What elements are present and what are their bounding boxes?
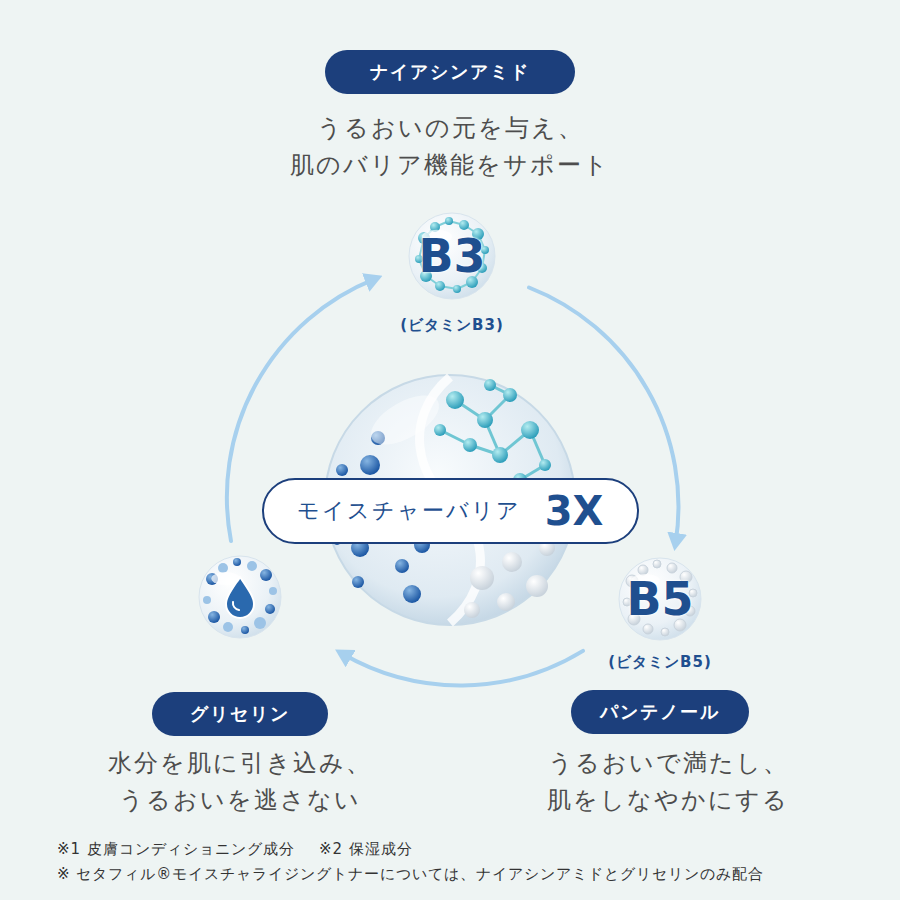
sphere-gloss bbox=[211, 572, 240, 585]
sphere-particle bbox=[208, 611, 220, 623]
pill-text: パンテノール bbox=[600, 700, 720, 724]
cyan-molecule bbox=[434, 424, 446, 436]
footnote: ※ セタフィル®モイスチャライジングトナーについては、ナイアシンアミドとグリセリ… bbox=[57, 863, 764, 885]
sphere-particle bbox=[445, 217, 453, 225]
ingredient-pill: グリセリン bbox=[152, 692, 328, 736]
ingredient-description: うるおいの元を与え、 肌のバリア機能をサポート bbox=[270, 110, 630, 184]
pill-text: ナイアシンアミド bbox=[370, 60, 530, 84]
cyan-molecule bbox=[539, 459, 551, 471]
sphere-particle bbox=[453, 285, 461, 293]
vitamin-symbol: B5 bbox=[595, 571, 725, 627]
white-ball bbox=[470, 566, 494, 590]
sphere-icon bbox=[150, 553, 330, 641]
white-ball bbox=[464, 602, 480, 618]
sphere-particle bbox=[203, 596, 211, 604]
sphere-particle bbox=[233, 558, 241, 566]
cycle-arrow bbox=[342, 651, 583, 686]
sphere-particle bbox=[269, 587, 277, 595]
blue-dot bbox=[395, 559, 409, 573]
blue-dot bbox=[352, 576, 364, 588]
vitamin-sphere: B5 (ビタミンB5) bbox=[595, 555, 725, 672]
ingredient-description: うるおいで満たし、 肌をしなやかにする bbox=[508, 745, 828, 819]
cyan-molecule bbox=[492, 447, 508, 463]
pill-text: グリセリン bbox=[190, 702, 290, 726]
white-ball bbox=[497, 593, 515, 611]
badge-text: モイスチャーバリア bbox=[297, 496, 521, 526]
cyan-molecule bbox=[446, 391, 464, 409]
cyan-molecule bbox=[463, 438, 477, 452]
glycerin-group: グリセリン bbox=[150, 553, 330, 736]
white-ball bbox=[502, 552, 522, 572]
sphere-particle bbox=[667, 563, 677, 573]
molecule-links bbox=[440, 385, 545, 480]
sphere-particle bbox=[653, 560, 661, 568]
sphere-particle bbox=[661, 628, 669, 636]
vitamin-symbol: B3 bbox=[387, 228, 517, 284]
sphere-particle bbox=[459, 220, 469, 230]
badge-multiplier: 3X bbox=[545, 491, 604, 531]
droplet-shine bbox=[233, 602, 239, 610]
cyan-molecule bbox=[521, 421, 539, 439]
ingredient-pill: ナイアシンアミド bbox=[325, 50, 575, 94]
sphere-particle bbox=[218, 563, 228, 573]
sphere-particle bbox=[241, 626, 249, 634]
footnote: ※1 皮膚コンディショニング成分 bbox=[57, 838, 295, 860]
sphere-shell bbox=[199, 556, 281, 638]
blue-dot bbox=[360, 455, 380, 475]
cyan-molecule bbox=[484, 379, 496, 391]
cyan-molecule bbox=[503, 388, 517, 402]
white-ball bbox=[526, 575, 548, 597]
sphere-particle bbox=[265, 604, 275, 614]
vitamin-name: (ビタミンB3) bbox=[387, 315, 517, 335]
footnote: ※2 保湿成分 bbox=[319, 838, 413, 860]
sphere-particle bbox=[223, 622, 233, 632]
sphere-particle bbox=[260, 569, 272, 581]
moisture-barrier-badge: モイスチャーバリア 3X bbox=[262, 478, 639, 544]
vitamin-sphere: B3 (ビタミンB3) bbox=[387, 210, 517, 335]
blue-dot bbox=[403, 585, 421, 603]
sphere-particle bbox=[254, 617, 266, 629]
vitamin-name: (ビタミンB5) bbox=[595, 652, 725, 672]
sphere-gloss bbox=[363, 385, 447, 454]
ingredient-description: 水分を肌に引き込み、 うるおいを逃さない bbox=[80, 745, 400, 819]
cyan-molecule bbox=[477, 412, 493, 428]
blue-dot bbox=[336, 464, 348, 476]
ingredient-pill: パンテノール bbox=[571, 690, 749, 734]
sphere-particle bbox=[247, 561, 257, 571]
